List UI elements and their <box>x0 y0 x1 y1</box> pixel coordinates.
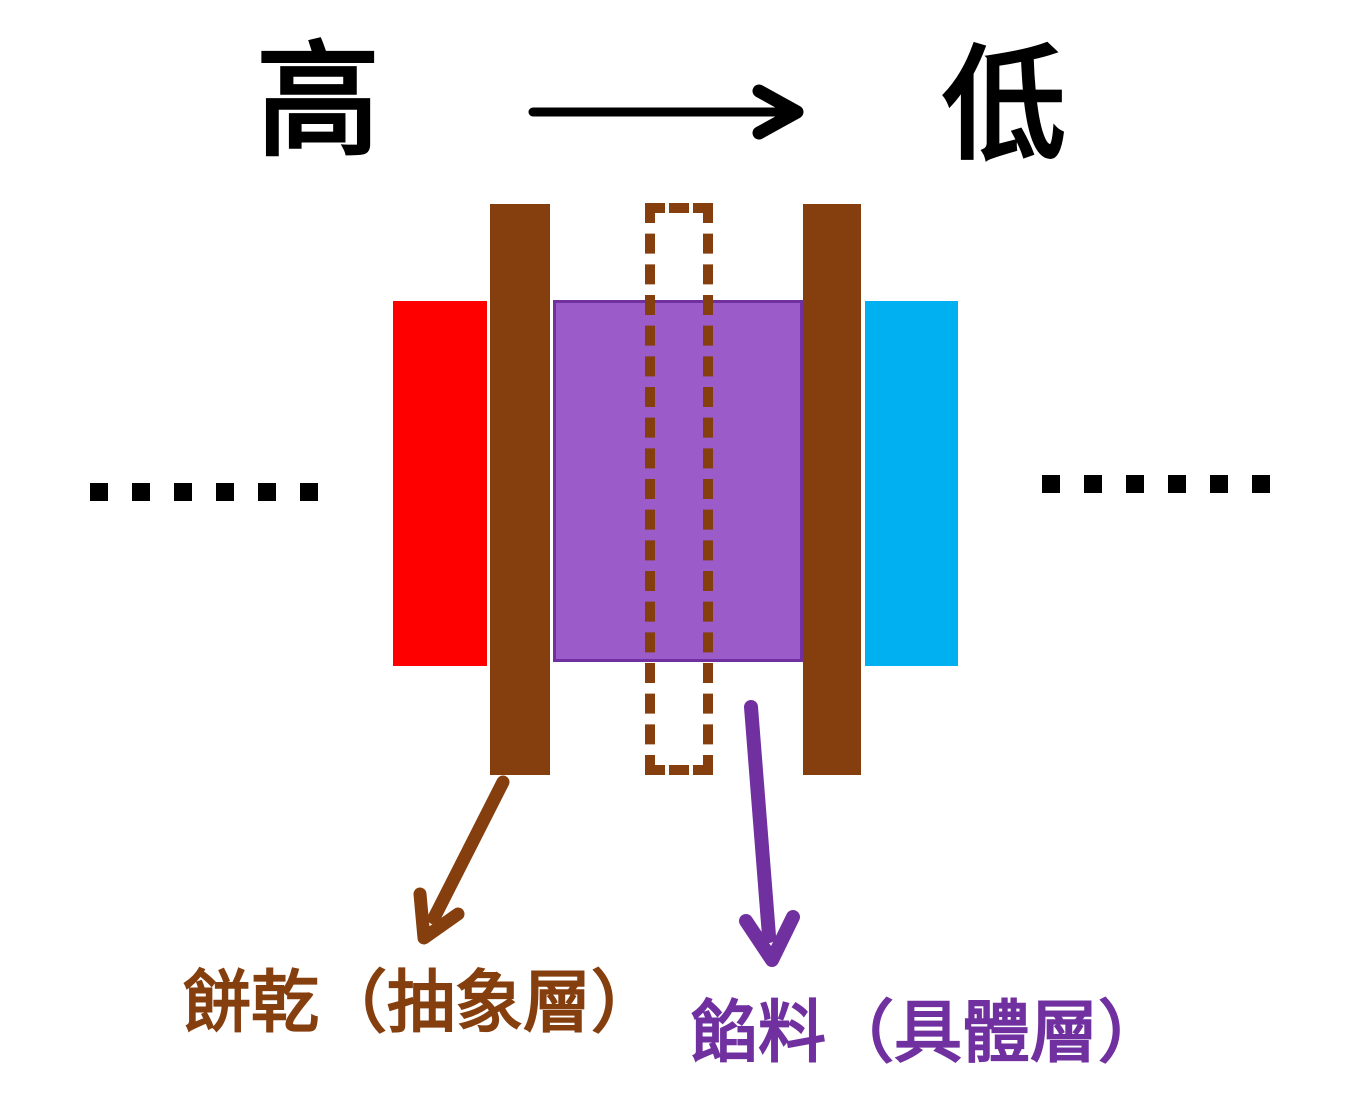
dash-dot <box>1168 475 1186 493</box>
flow-arrow <box>528 84 804 140</box>
dash-dot <box>90 483 108 501</box>
filling-arrow <box>739 700 800 967</box>
cookie-bar-left <box>490 204 550 775</box>
dash-dot <box>216 483 234 501</box>
filling-block <box>553 300 803 662</box>
filling-caption: 餡料（具體層） <box>690 995 1167 1071</box>
cookie-arrow <box>413 775 510 945</box>
label-high: 高 <box>256 33 381 171</box>
cookie-caption: 餅乾（抽象層） <box>183 965 660 1041</box>
dash-dot <box>132 483 150 501</box>
dash-dot <box>1084 475 1102 493</box>
ellipsis-dashes-left <box>90 483 318 501</box>
dash-dot <box>300 483 318 501</box>
dash-dot <box>1210 475 1228 493</box>
dashed-cookie-outline <box>645 203 713 775</box>
ellipsis-dashes-right <box>1042 475 1270 493</box>
dash-dot <box>1126 475 1144 493</box>
dash-dot <box>258 483 276 501</box>
dash-dot <box>1042 475 1060 493</box>
dash-dot <box>1252 475 1270 493</box>
label-low: 低 <box>942 37 1067 175</box>
dash-dot <box>174 483 192 501</box>
cookie-bar-right <box>803 204 861 775</box>
blue-block <box>865 301 958 666</box>
red-block <box>393 301 487 666</box>
